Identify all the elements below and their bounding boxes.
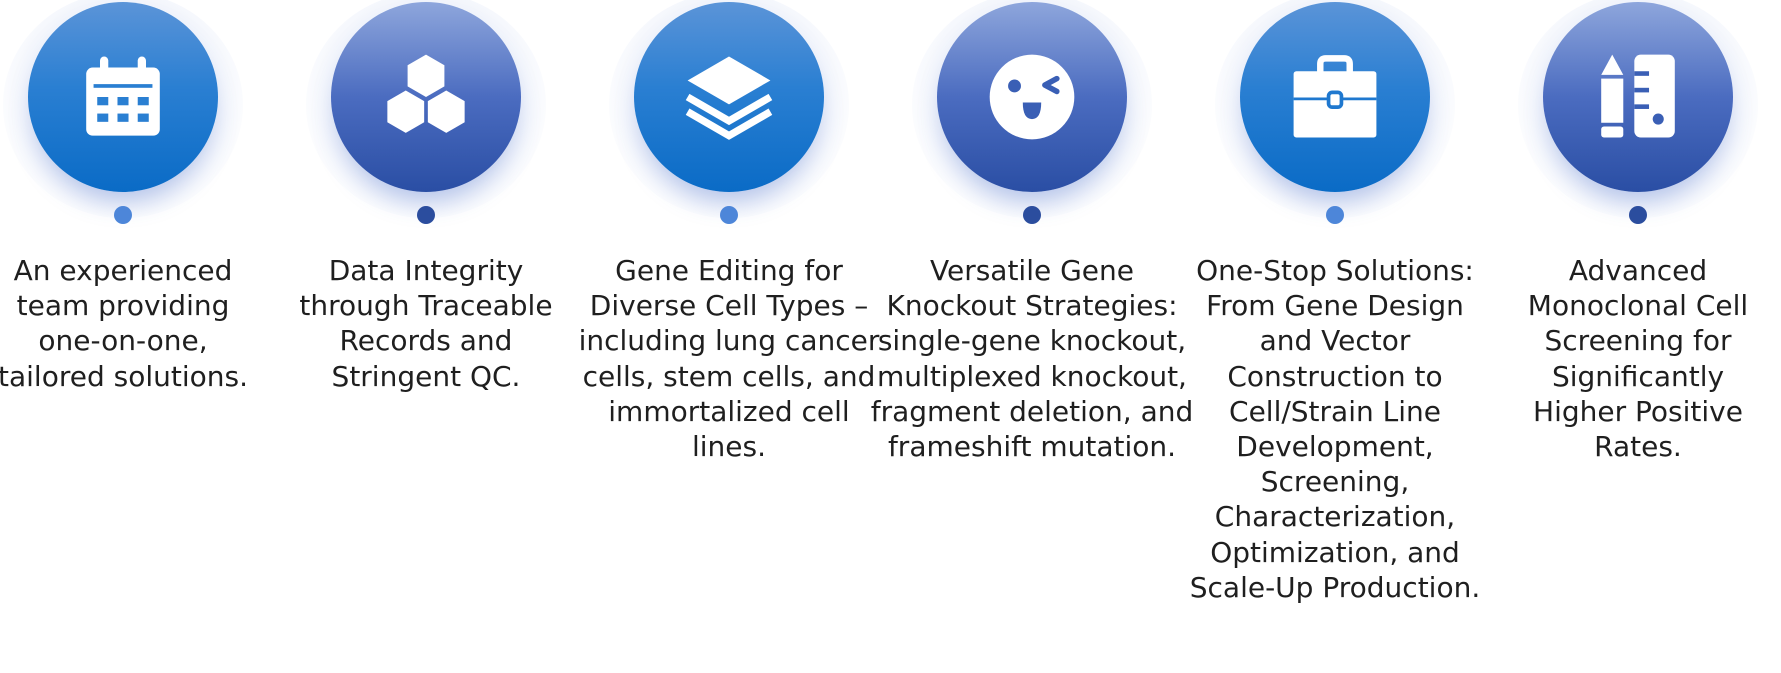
- feature-text: Data Integrity through Traceable Records…: [299, 254, 553, 393]
- feature-gene-editing: Gene Editing for Diverse Cell Types – in…: [579, 0, 879, 673]
- timeline-dot: [1023, 206, 1041, 224]
- feature-text: Gene Editing for Diverse Cell Types – in…: [578, 254, 880, 464]
- icon-circle: [1240, 2, 1430, 192]
- feature-experienced-team: An experienced team providing one-on-one…: [0, 0, 273, 673]
- feature-text: One-Stop Solutions: From Gene Design and…: [1189, 254, 1481, 604]
- icon-circle: [28, 2, 218, 192]
- icon-circle: [937, 2, 1127, 192]
- toolbox-icon: [1293, 55, 1377, 138]
- timeline-dot: [1326, 206, 1344, 224]
- wink-face-icon: [989, 54, 1075, 140]
- feature-knockout-strategies: Versatile Gene Knockout Strategies: sing…: [871, 0, 1193, 673]
- feature-text: Advanced Monoclonal Cell Screening for S…: [1527, 254, 1749, 464]
- timeline-dot: [1629, 206, 1647, 224]
- calendar-icon: [86, 56, 160, 136]
- pencil-ruler-icon: [1601, 54, 1675, 138]
- feature-data-integrity: Data Integrity through Traceable Records…: [276, 0, 576, 673]
- feature-text: Versatile Gene Knockout Strategies: sing…: [870, 254, 1194, 464]
- feature-text: An experienced team providing one-on-one…: [0, 254, 248, 393]
- timeline-dot: [417, 206, 435, 224]
- feature-one-stop-solutions: One-Stop Solutions: From Gene Design and…: [1185, 0, 1485, 673]
- icon-circle: [1543, 2, 1733, 192]
- timeline-dot: [720, 206, 738, 224]
- timeline-dot: [114, 206, 132, 224]
- hexagons-icon: [387, 54, 465, 133]
- icon-circle: [331, 2, 521, 192]
- layers-icon: [685, 56, 773, 140]
- feature-monoclonal-screening: Advanced Monoclonal Cell Screening for S…: [1488, 0, 1781, 673]
- icon-circle: [634, 2, 824, 192]
